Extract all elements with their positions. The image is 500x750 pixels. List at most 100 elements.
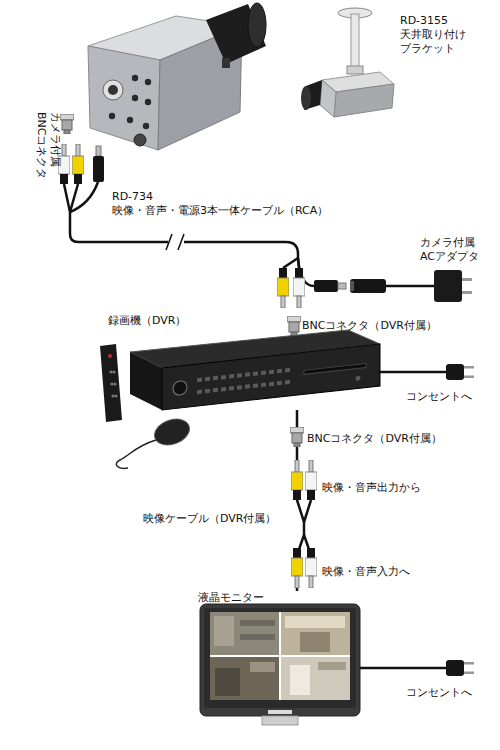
box-camera bbox=[206, 4, 266, 64]
port-label: 映像・音声入力へ bbox=[322, 565, 410, 579]
text-line: ブラケット bbox=[400, 42, 466, 56]
text-line: コンセントへ bbox=[406, 390, 472, 404]
dvr-recorder-body bbox=[245, 372, 250, 377]
ceiling-bracket-camera bbox=[301, 86, 311, 110]
box-camera bbox=[145, 99, 151, 105]
lcd-monitor: 液晶モニター bbox=[198, 591, 366, 727]
dvr-recorder-body bbox=[197, 390, 202, 395]
box-camera bbox=[103, 80, 123, 100]
lcd-monitor-body bbox=[204, 608, 356, 708]
dvr-recorder-body bbox=[269, 382, 274, 387]
dvr-recorder-body bbox=[378, 371, 448, 374]
dvr-recorder-body bbox=[229, 374, 234, 379]
port-label: 映像・音声出力から bbox=[322, 481, 421, 495]
box-camera bbox=[127, 117, 133, 123]
ceiling-bracket-camera bbox=[320, 80, 336, 117]
video-cable-plugs bbox=[290, 427, 304, 447]
lcd-monitor-body bbox=[210, 612, 279, 655]
text-line: カメラ付属 bbox=[48, 112, 62, 179]
note-label: コンセントへ bbox=[406, 686, 472, 700]
video-cable bbox=[297, 410, 304, 591]
cable-label: 映像ケーブル（DVR付属） bbox=[143, 512, 276, 526]
cable-break-mark bbox=[178, 234, 184, 250]
lcd-monitor-body bbox=[210, 612, 350, 700]
part-label: RD-3155 天井取り付け ブラケット bbox=[400, 14, 466, 56]
camera-cable bbox=[70, 212, 298, 258]
dvr-recorder-body bbox=[229, 386, 234, 391]
dvr-recorder-body bbox=[269, 370, 274, 375]
dvr-recorder-body bbox=[253, 383, 258, 388]
video-cable-plugs bbox=[291, 460, 303, 500]
dvr-recorder-body bbox=[446, 364, 474, 380]
text-line: 映像ケーブル（DVR付属） bbox=[143, 512, 276, 526]
ceiling-bracket-camera bbox=[334, 84, 394, 117]
dvr-side-connectors bbox=[434, 270, 462, 302]
text-line: RD-734 bbox=[112, 190, 328, 204]
dvr-side-connectors bbox=[277, 268, 289, 308]
camera-cable bbox=[70, 182, 98, 212]
text-line: コンセントへ bbox=[406, 686, 472, 700]
lcd-monitor-body bbox=[262, 716, 298, 725]
lcd-monitor-body bbox=[285, 616, 345, 628]
text-line: 映像・音声・電源3本一体ケーブル（RCA） bbox=[112, 204, 328, 218]
dvr-recorder-body bbox=[221, 387, 226, 392]
camera-connectors bbox=[58, 114, 104, 184]
text-line: 映像・音声出力から bbox=[322, 481, 421, 495]
text-line: BNCコネクタ（DVR付属） bbox=[307, 432, 442, 446]
remote-control bbox=[112, 370, 115, 373]
camera-connectors bbox=[96, 146, 101, 156]
lcd-monitor-body bbox=[300, 632, 330, 652]
mouse bbox=[116, 415, 193, 469]
box-camera bbox=[222, 58, 230, 68]
dvr-recorder-body bbox=[277, 369, 282, 374]
dvr-recorder-body bbox=[261, 383, 266, 388]
dvr-recorder-body bbox=[253, 371, 258, 376]
lcd-monitor-body bbox=[290, 665, 310, 695]
dvr-recorder-body bbox=[285, 368, 290, 373]
camera-cable bbox=[386, 285, 434, 288]
remote-control bbox=[108, 354, 112, 358]
dvr-recorder-body bbox=[213, 388, 218, 393]
part-label: BNCコネクタ（DVR付属） bbox=[302, 319, 437, 333]
part-label: カメラ付属 ACアダプタ bbox=[420, 236, 479, 264]
remote-control bbox=[109, 370, 112, 373]
box-camera bbox=[88, 46, 160, 150]
video-cable-plugs bbox=[305, 548, 317, 588]
video-cable-plugs bbox=[305, 460, 317, 500]
dvr-recorder-body bbox=[277, 381, 282, 386]
dvr-recorder-body bbox=[197, 378, 202, 383]
box-camera bbox=[145, 79, 151, 85]
dvr-recorder-body bbox=[245, 384, 250, 389]
dvr-recorder-body bbox=[261, 371, 266, 376]
mouse bbox=[116, 440, 156, 468]
ceiling-bracket-camera bbox=[351, 14, 359, 70]
camera-cable bbox=[64, 182, 434, 286]
lcd-monitor-body bbox=[215, 668, 240, 696]
cable-label: RD-734 映像・音声・電源3本一体ケーブル（RCA） bbox=[112, 190, 328, 218]
remote-control bbox=[113, 382, 116, 385]
lcd-monitor-body bbox=[250, 662, 275, 672]
box-camera bbox=[134, 134, 146, 146]
camera-connectors bbox=[60, 114, 74, 134]
box-camera bbox=[108, 85, 118, 95]
video-cable-plugs bbox=[290, 427, 317, 588]
text-line: RD-3155 bbox=[400, 14, 466, 28]
camera-connectors bbox=[93, 156, 104, 182]
remote-control bbox=[110, 382, 113, 385]
box-camera bbox=[248, 3, 266, 47]
dvr-recorder-body bbox=[221, 375, 226, 380]
video-cable-plugs bbox=[291, 548, 303, 588]
box-camera bbox=[109, 113, 115, 119]
cable-break-mark bbox=[166, 234, 184, 250]
lcd-monitor-body bbox=[281, 657, 350, 700]
video-cable-plugs bbox=[304, 500, 311, 522]
dvr-recorder-body bbox=[205, 389, 210, 394]
dvr-recorder-body bbox=[130, 352, 162, 410]
text-line: BNCコネクタ bbox=[34, 112, 48, 179]
dvr-side-connectors bbox=[350, 281, 354, 291]
dvr-recorder-body bbox=[205, 377, 210, 382]
lcd-monitor-body bbox=[240, 634, 275, 640]
